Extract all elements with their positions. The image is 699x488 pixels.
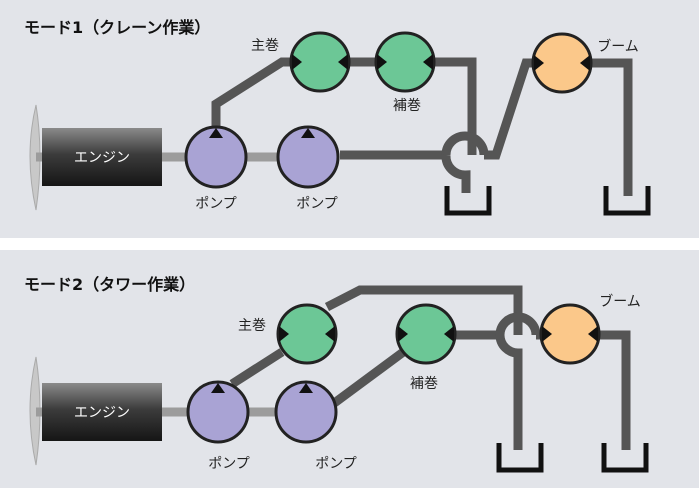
mode1-boom-label: ブーム bbox=[597, 38, 639, 55]
mode2-engine-label: エンジン bbox=[74, 405, 130, 421]
mode2-pump-1-label: ポンプ bbox=[208, 456, 250, 472]
mode2-pump-2-label: ポンプ bbox=[315, 456, 357, 472]
mode1-pump-1-arrow-icon bbox=[209, 128, 223, 138]
mode1-panel: モード1（クレーン作業） エンジン ポンプ ポンプ 主巻 補巻 bbox=[0, 0, 699, 238]
mode1-main-winch-arrow-left-icon bbox=[292, 54, 302, 70]
mode2-pipe-to-tank bbox=[495, 334, 523, 450]
mode2-tank-left bbox=[496, 443, 544, 473]
mode2-main-winch-label: 主巻 bbox=[238, 318, 266, 334]
mode2-pump-2 bbox=[274, 380, 338, 444]
mode2-aux-winch-arrow-left-icon bbox=[398, 326, 408, 342]
mode2-boom-arrow-left-icon bbox=[542, 326, 552, 342]
mode1-pump-1 bbox=[184, 125, 248, 189]
mode1-panel-background bbox=[0, 0, 699, 238]
mode1-boom-arrow-right-icon bbox=[580, 55, 590, 71]
mode2-engine bbox=[42, 383, 162, 441]
mode1-pipe-to-tank bbox=[441, 154, 471, 193]
mode2-pump-2-arrow-icon bbox=[299, 383, 313, 393]
mode1-engine bbox=[42, 128, 162, 186]
mode1-tank-left bbox=[444, 186, 492, 216]
mode1-tank-right bbox=[603, 186, 651, 216]
mode1-pump-2 bbox=[276, 125, 340, 189]
mode1-aux-winch-motor bbox=[374, 31, 436, 93]
mode1-main-winch-motor bbox=[289, 31, 351, 93]
mode1-pipe-main-winch bbox=[211, 57, 477, 155]
mode1-main-winch-label: 主巻 bbox=[251, 38, 279, 54]
mode2-main-winch-motor bbox=[276, 303, 338, 365]
mode2-panel-background bbox=[0, 250, 699, 488]
mode2-pump-1-arrow-icon bbox=[211, 383, 225, 393]
mode1-pump-2-arrow-icon bbox=[301, 128, 315, 138]
mode2-aux-winch-label: 補巻 bbox=[410, 376, 438, 392]
mode1-boom-arrow-left-icon bbox=[534, 55, 544, 71]
mode2-boom-motor bbox=[539, 303, 601, 365]
mode2-boom-label: ブーム bbox=[599, 293, 641, 310]
mode1-boom-motor bbox=[531, 32, 593, 94]
mode1-main-winch-arrow-right-icon bbox=[338, 54, 348, 70]
mode1-pump-2-label: ポンプ bbox=[296, 196, 338, 212]
mode2-aux-winch-motor bbox=[395, 303, 457, 365]
mode1-fan-icon bbox=[29, 104, 41, 211]
mode1-aux-winch-arrow-right-icon bbox=[423, 54, 433, 70]
mode2-main-winch-arrow-left-icon bbox=[279, 326, 289, 342]
mode1-engine-label: エンジン bbox=[74, 150, 130, 166]
mode2-pipe-crossover bbox=[495, 312, 541, 336]
mode2-pump-1 bbox=[186, 380, 250, 444]
mode2-boom-arrow-right-icon bbox=[588, 326, 598, 342]
mode2-main-winch-arrow-right-icon bbox=[325, 326, 335, 342]
mode1-aux-winch-arrow-left-icon bbox=[377, 54, 387, 70]
mode2-aux-winch-arrow-right-icon bbox=[444, 326, 454, 342]
mode1-title: モード1（クレーン作業） bbox=[24, 18, 210, 37]
mode1-pump-1-label: ポンプ bbox=[195, 196, 237, 212]
mode2-panel: モード2（タワー作業） エンジン ポンプ ポンプ 主巻 bbox=[0, 250, 699, 488]
mode1-aux-winch-label: 補巻 bbox=[393, 98, 421, 114]
mode2-pipe-pump2-aux-winch bbox=[330, 346, 409, 408]
mode1-pipe-boom bbox=[484, 58, 633, 196]
mode2-tank-right bbox=[601, 443, 649, 473]
mode2-title: モード2（タワー作業） bbox=[24, 275, 195, 294]
mode2-pipe-boom-out bbox=[590, 330, 631, 450]
mode2-pipe-pump1-main-winch bbox=[229, 348, 285, 388]
mode1-pipe-crossover bbox=[441, 131, 489, 156]
mode2-fan-icon bbox=[29, 356, 41, 466]
